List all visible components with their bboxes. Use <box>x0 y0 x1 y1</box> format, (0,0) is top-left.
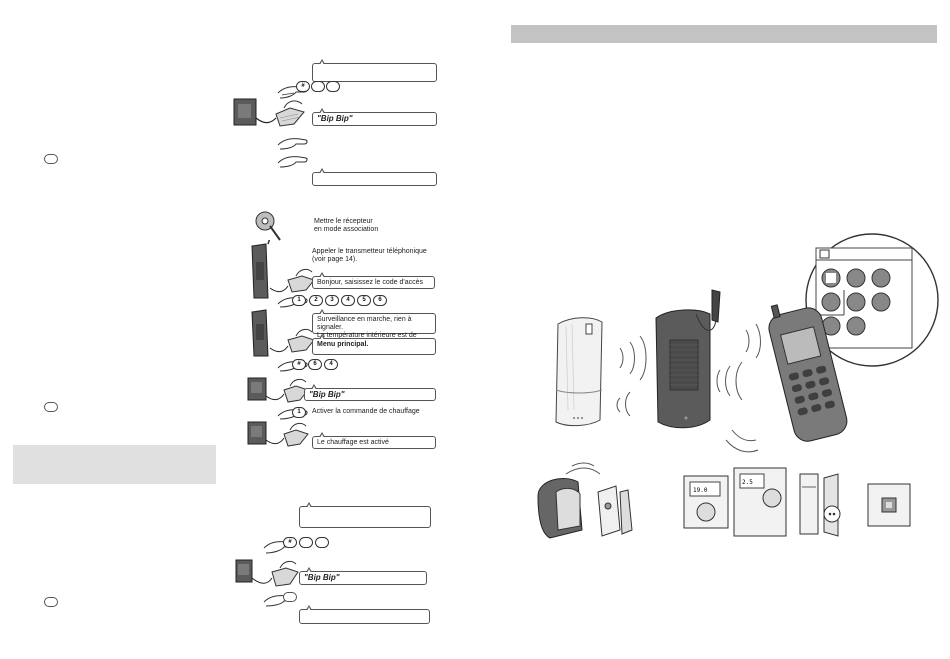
s3-phone-icon <box>235 559 299 587</box>
s2-code-key-3: 3 <box>325 295 339 306</box>
thermostat-readout-1: 19.0 <box>693 487 708 494</box>
s2-phone-2-icon <box>247 421 309 447</box>
s1-key-2 <box>311 81 325 92</box>
s3-bubble-top <box>299 502 431 528</box>
s2-transmitter-2-icon <box>251 309 315 357</box>
s3-bubble-bip: "Bip Bip" <box>299 567 427 585</box>
s3-key-hash: # <box>283 537 297 548</box>
s2-bubble-bip: "Bip Bip" <box>304 384 436 401</box>
s2-menu-key-6: 6 <box>308 359 322 370</box>
s1-key-hash: # <box>296 81 310 92</box>
note-box <box>13 445 216 484</box>
s2-code-key-6: 6 <box>373 295 387 306</box>
s1-bubble-bottom <box>312 168 437 186</box>
s2-code-key-5: 5 <box>357 295 371 306</box>
s1-bubble-bip: "Bip Bip" <box>312 108 437 126</box>
s2-menu-key-4: 4 <box>324 359 338 370</box>
s1-hand-3-icon <box>277 156 308 168</box>
s3-key-2 <box>299 537 313 548</box>
s2-caption-cmd: Activer la commande de chauffage <box>312 408 420 415</box>
s2-menu-key-hash: # <box>292 359 306 370</box>
s2-bubble-active: Le chauffage est activé <box>312 432 436 449</box>
s2-code-key-4: 4 <box>341 295 355 306</box>
s1-bubble-top <box>312 59 437 82</box>
thermostat-readout-2: 2.5 <box>742 479 753 486</box>
left-page: # "Bip Bip" Mettre le récepteur en mode … <box>13 59 437 624</box>
s2-bubble-status: Surveillance en marche, rien à signaler.… <box>312 309 436 347</box>
s2-code-key-2: 2 <box>309 295 323 306</box>
key-marker-1 <box>44 154 58 164</box>
s1-key-3 <box>326 81 340 92</box>
s1-phone-icon <box>233 98 305 127</box>
s2-bubble-menu: Menu principal. <box>312 334 436 355</box>
s3-bubble-bottom <box>299 605 430 624</box>
s3-key-3 <box>315 537 329 548</box>
s2-phone-icon <box>247 377 309 403</box>
s1-hand-2-icon <box>277 138 308 150</box>
key-marker-2 <box>44 402 58 412</box>
s2-cmd-key-1: 1 <box>292 407 306 418</box>
phone-screen-zoom <box>815 247 913 349</box>
system-illustration: 19.0 2.5 <box>537 233 939 539</box>
s2-code-key-1: 1 <box>292 295 306 306</box>
s3-key-blank <box>283 592 297 602</box>
s2-caption-2: Appeler le transmetteur téléphonique (vo… <box>312 248 427 263</box>
s2-caption-1: Mettre le récepteur en mode association <box>314 218 379 233</box>
s2-transmitter-icon <box>251 240 315 299</box>
section-header-band <box>511 25 937 43</box>
s2-bubble-code: Bonjour, saisissez le code d'accès <box>312 272 435 289</box>
s2-key-fob-icon <box>255 211 281 241</box>
key-marker-3 <box>44 597 58 607</box>
